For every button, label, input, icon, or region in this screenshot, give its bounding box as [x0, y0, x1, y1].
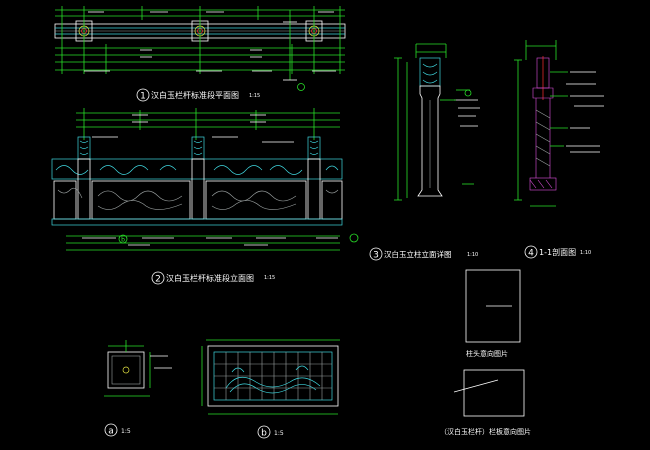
detail-b-scale: 1:5 [274, 430, 284, 437]
detail-b-marker: b [121, 237, 125, 244]
detail-a-number: a [108, 427, 114, 437]
detail-b-number: b [261, 429, 267, 439]
view-3-scale: 1:10 [467, 252, 478, 258]
view-4-title: 1-1剖面图 [539, 247, 576, 257]
view-3-title: 汉白玉立柱立面详图 [384, 249, 452, 259]
panel-reference-image-box: （汉白玉栏杆）栏板意向图片 [440, 369, 531, 436]
view-2-elevation: b 2 汉白玉栏杆标准段立面图 1:15 [51, 108, 359, 285]
elev-post-cap [191, 136, 205, 160]
view-2-scale: 1:15 [264, 275, 275, 281]
view-1-scale: 1:15 [249, 93, 260, 99]
elev-post-cap [77, 136, 91, 160]
detail-a: a 1:5 [104, 340, 172, 437]
elev-carved-panel [205, 180, 307, 220]
view-4-scale: 1:10 [580, 250, 591, 256]
view-1-plan: 1 汉白玉栏杆标准段平面图 1:15 [54, 6, 346, 102]
detail-b: b 1:5 [201, 339, 340, 439]
view-4-number: 4 [528, 249, 534, 259]
pillar-reference-caption: 柱头意向图片 [466, 349, 508, 358]
view-2-title: 汉白玉栏杆标准段立面图 [166, 273, 254, 283]
view-1-title: 汉白玉栏杆标准段平面图 [151, 90, 239, 100]
panel-reference-caption: （汉白玉栏杆）栏板意向图片 [440, 427, 531, 436]
view-1-number: 1 [140, 92, 146, 102]
view-3-number: 3 [373, 251, 379, 261]
elev-post-cap [307, 136, 321, 160]
pillar-reference-image-box: 柱头意向图片 [465, 269, 521, 358]
detail-a-scale: 1:5 [121, 428, 131, 435]
view-3-post-elevation: 3 汉白玉立柱立面详图 1:10 [369, 43, 480, 261]
view-2-number: 2 [155, 275, 161, 285]
view-4-section: 4 1-1剖面图 1:10 [514, 40, 604, 259]
